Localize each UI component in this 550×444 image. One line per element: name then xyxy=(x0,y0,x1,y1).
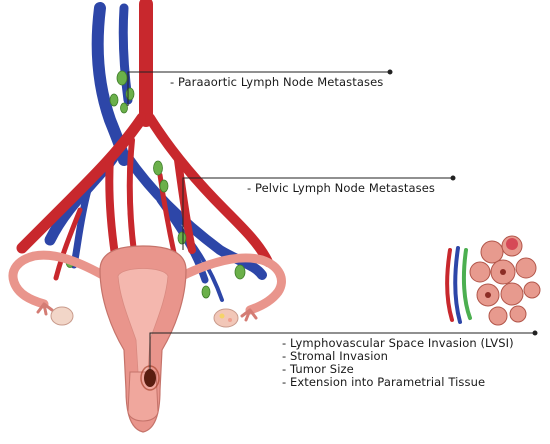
arteries xyxy=(16,0,273,281)
right-common-iliac-vein xyxy=(121,150,267,280)
right-common-iliac-artery xyxy=(145,113,273,267)
leader-lines xyxy=(127,69,538,370)
cluster-vessel-red xyxy=(445,248,454,322)
cluster-vessel-blue xyxy=(453,246,462,324)
pelvic-node-5 xyxy=(201,285,211,299)
lymph-nodes xyxy=(65,70,246,299)
local-factor-stromal: - Stromal Invasion xyxy=(282,349,389,363)
tumor-cell-core xyxy=(500,269,506,275)
tumor-cells xyxy=(469,235,541,326)
paraaortic-leader xyxy=(127,71,390,106)
tumor-cell xyxy=(469,261,491,283)
pelvic-label: - Pelvic Lymph Node Metastases xyxy=(247,181,436,195)
local-factors-leader xyxy=(149,332,535,370)
paraaortic-node-1 xyxy=(116,70,128,86)
paraaortic-node-2 xyxy=(125,87,135,101)
pelvic-leader xyxy=(182,177,453,250)
paraaortic-node-4 xyxy=(120,102,128,114)
right-fallopian-tube xyxy=(173,253,286,315)
left-common-iliac-artery xyxy=(16,112,148,254)
cervical-tumor xyxy=(144,369,156,387)
pelvic-node-4 xyxy=(234,264,246,280)
paraaortic-leader-dot xyxy=(387,69,393,75)
tumor-cell xyxy=(480,240,504,264)
tumor-cell xyxy=(523,281,541,299)
tumor-cell-highlight xyxy=(506,238,518,250)
vena-cava-branch xyxy=(118,3,133,105)
uterine-cavity xyxy=(117,268,169,373)
paraaortic-label: - Paraaortic Lymph Node Metastases xyxy=(170,75,384,89)
left-fallopian-tube xyxy=(8,250,113,309)
local-factors-leader-dot xyxy=(532,330,538,336)
local-factor-lvsi: - Lymphovascular Space Invasion (LVSI) xyxy=(282,336,514,350)
left-fimbriae xyxy=(36,302,54,316)
right-fimbriae xyxy=(240,308,258,322)
tumor-cell xyxy=(509,305,527,323)
left-ovary xyxy=(50,306,74,326)
cluster-vessel-green xyxy=(461,248,472,320)
right-ovary xyxy=(213,308,239,328)
uterus-group xyxy=(8,245,286,433)
paraaortic-node-3 xyxy=(109,93,119,107)
pelvic-node-3 xyxy=(177,231,187,245)
pelvic-node-2 xyxy=(159,179,169,193)
right-ovary-follicle xyxy=(219,313,225,319)
pelvic-leader-dot xyxy=(450,175,456,181)
local-factor-parametrial: - Extension into Parametrial Tissue xyxy=(282,375,486,389)
pelvic-node-1 xyxy=(153,160,163,176)
tumor-cell xyxy=(515,257,537,279)
left-internal-iliac-artery xyxy=(105,154,119,259)
tumor-cell-core xyxy=(485,292,491,298)
local-factors-list: - Lymphovascular Space Invasion (LVSI) -… xyxy=(282,337,514,389)
right-ovary-follicle-2 xyxy=(228,318,232,322)
left-uterine-artery xyxy=(53,207,83,281)
tumor-cell xyxy=(488,306,508,326)
tumor-cluster xyxy=(445,235,541,326)
right-internal-iliac-artery xyxy=(174,156,196,254)
middle-artery-branch xyxy=(126,137,137,255)
tumor-cell xyxy=(500,282,524,306)
local-factor-tumor-size: - Tumor Size xyxy=(282,362,354,376)
